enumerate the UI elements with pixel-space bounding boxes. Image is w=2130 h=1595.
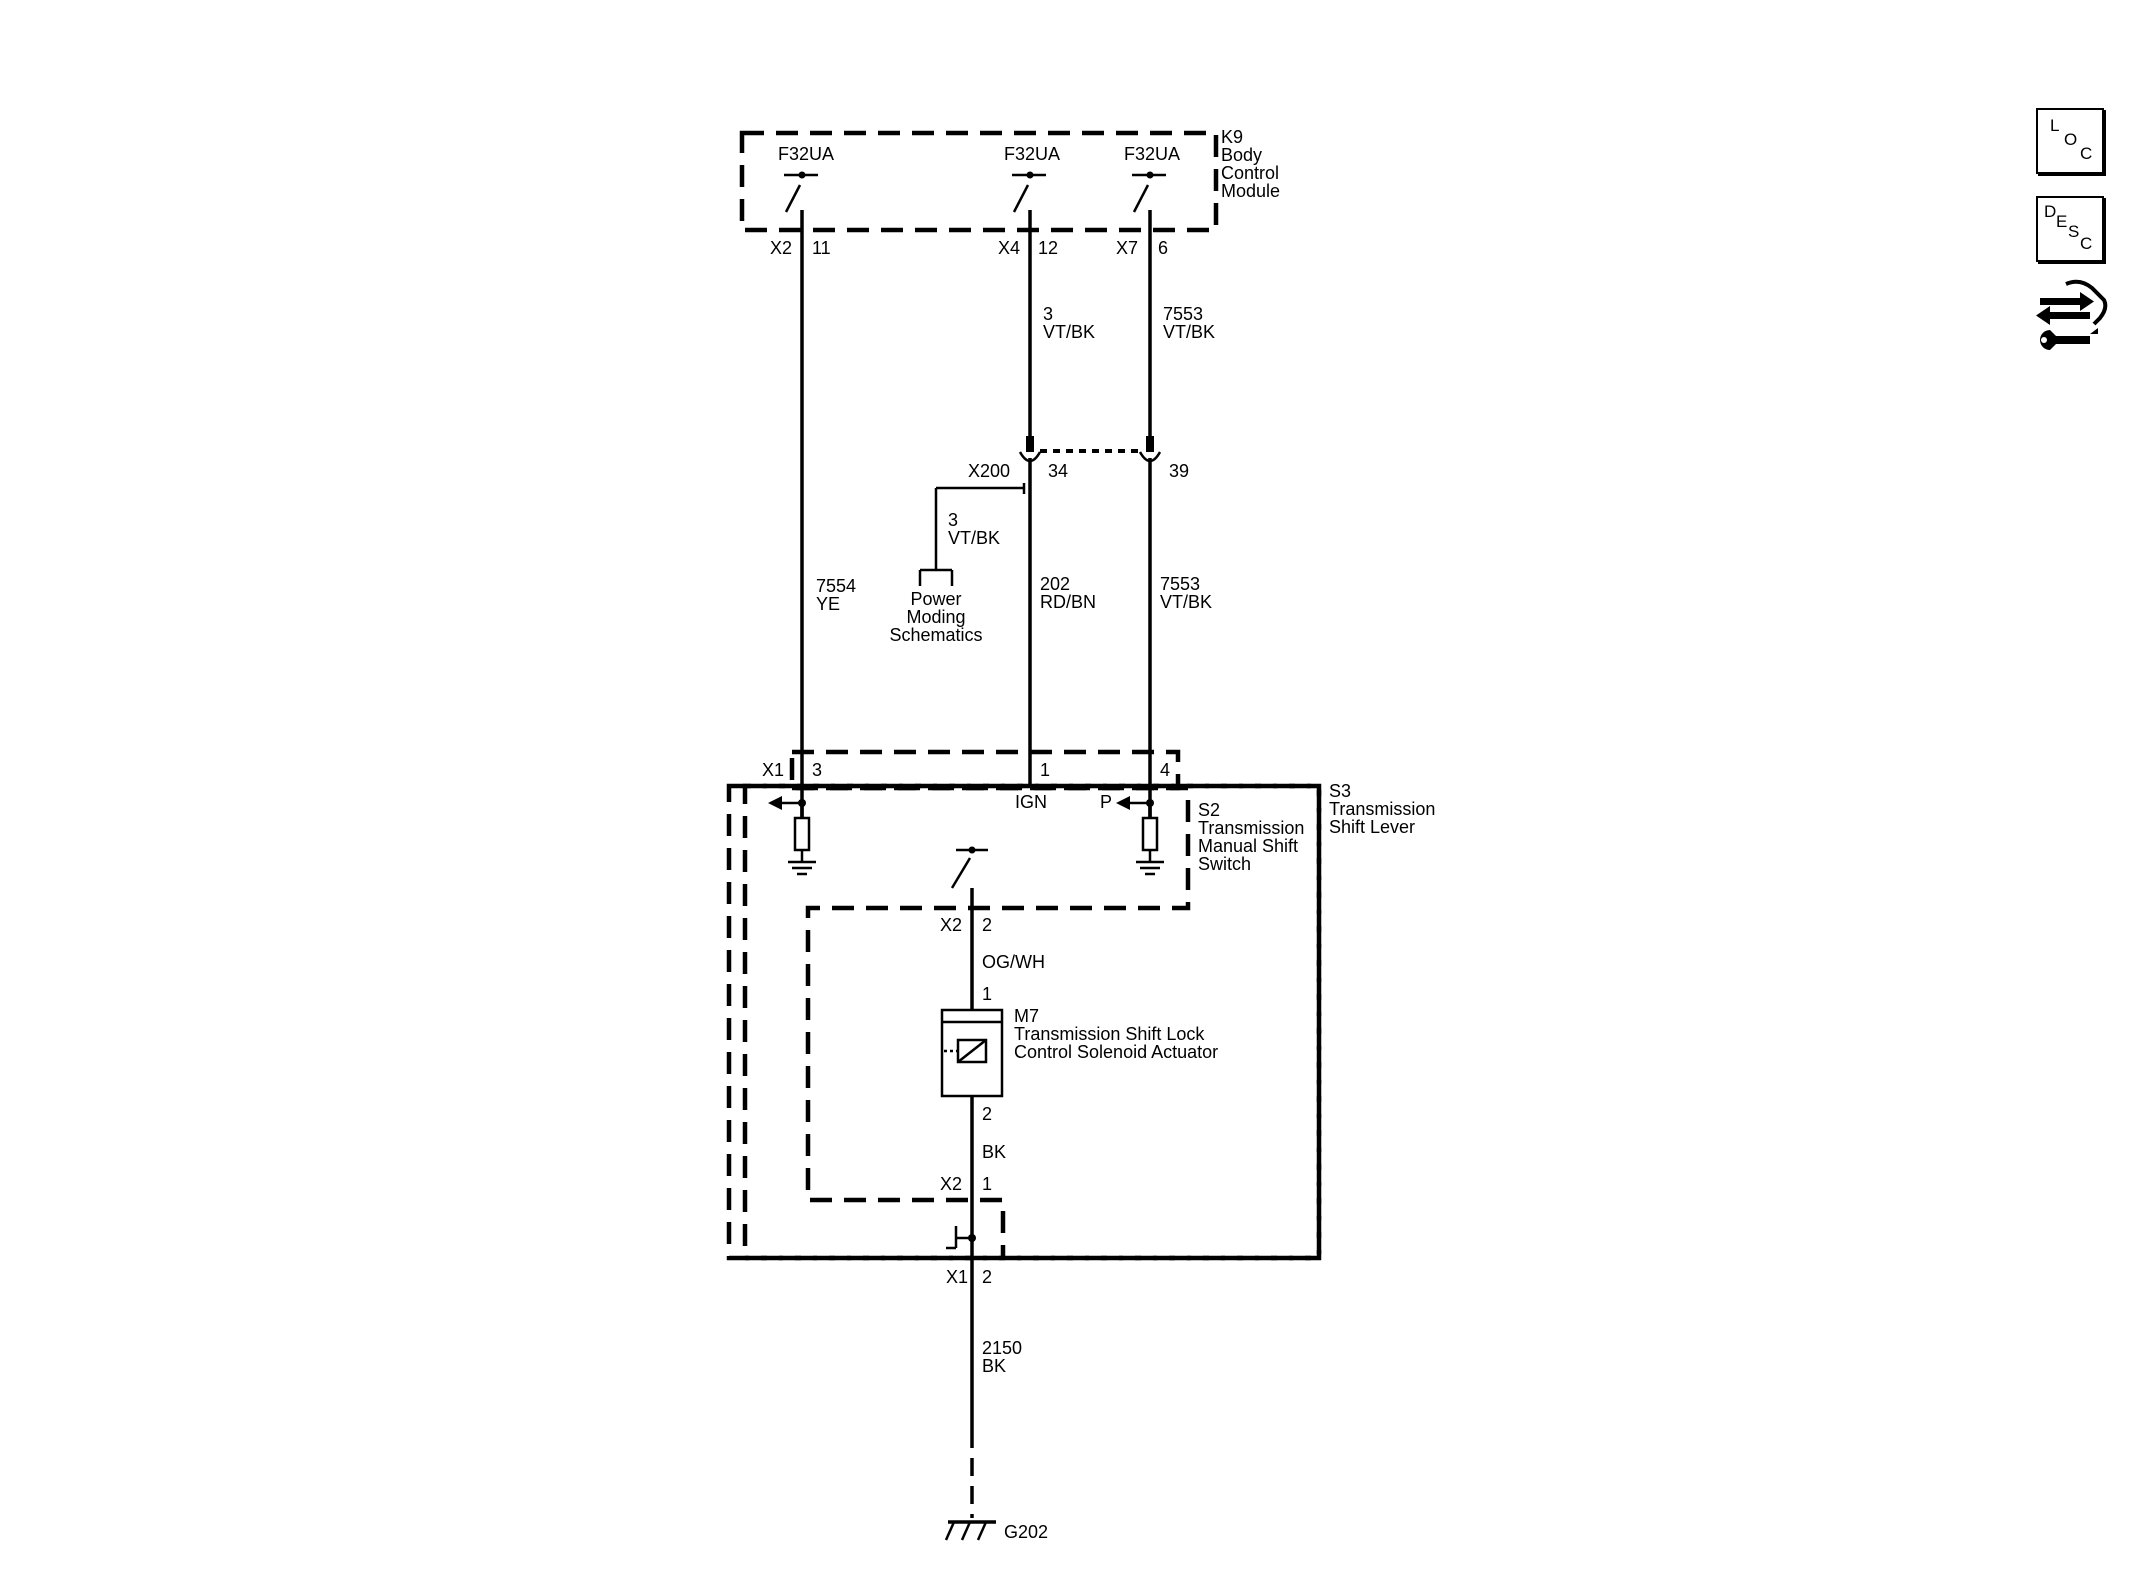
m7-ref: M7 [1014,1006,1039,1026]
s2-x2-pin: 2 [982,915,992,935]
k9-pin-b: 12 [1038,238,1058,258]
k9-line-1: Body [1221,145,1262,165]
loc-button[interactable]: L O C [2036,108,2104,174]
m7-pin-top: 1 [982,984,992,1004]
k9-pin-a: 11 [812,238,831,258]
loc-letter-l: L [2050,116,2060,135]
k9-line-3: Module [1221,181,1280,201]
k9-conn-b: X4 [998,238,1020,258]
wire-a-color: YE [816,594,840,614]
wire-c-top-color: VT/BK [1163,322,1215,342]
wire-b-bottom-circuit: 202 [1040,574,1070,594]
left-input-resistor [768,796,816,876]
wire-a-circuit: 7554 [816,576,856,596]
wire-ground-color: BK [982,1356,1006,1376]
k9-circuit-label-a: F32UA [778,144,834,164]
k9-ref: K9 [1221,127,1243,147]
desc-button[interactable]: D E S C [2036,196,2104,262]
s3-x1-bottom-label: X1 [946,1267,968,1287]
s3-x1-pin-1: 1 [1040,760,1050,780]
s3-x1-pin-3: 3 [812,760,822,780]
arrows-wrench-icon-svg [2036,279,2108,350]
s2-line-1: Transmission [1198,818,1304,838]
s2-switch [950,846,988,889]
m7-line-2: Control Solenoid Actuator [1014,1042,1218,1062]
wire-b-bottom-color: RD/BN [1040,592,1096,612]
ign-label: IGN [1015,792,1047,812]
x200-label: X200 [968,461,1010,481]
s3-ref: S3 [1329,781,1351,801]
branch-circuit: 3 [948,510,958,530]
internal-splice [946,1226,976,1250]
s3-x2-bottom-label: X2 [940,1174,962,1194]
wire-og-color: OG/WH [982,952,1045,972]
power-moding-line-1: Power [910,589,961,609]
wire-c-top-circuit: 7553 [1163,304,1203,324]
wire-c-bottom-circuit: 7553 [1160,574,1200,594]
m7-solenoid [940,1008,1004,1098]
k9-switch-c [1132,171,1166,213]
desc-letter-s: S [2068,222,2080,241]
s3-outline-outer [726,783,1322,1261]
power-moding-branch [918,483,1026,586]
right-input-resistor [1116,796,1164,876]
k9-conn-c: X7 [1116,238,1138,258]
s2-outline [792,785,1191,1258]
k9-conn-a: X2 [770,238,792,258]
x200-pin-34: 34 [1048,461,1068,481]
wire-b-top-color: VT/BK [1043,322,1095,342]
loc-letter-o: O [2064,130,2078,149]
s3-line-1: Transmission [1329,799,1435,819]
k9-circuit-label-b: F32UA [1004,144,1060,164]
wire-ground-circuit: 2150 [982,1338,1022,1358]
wire-bk-color: BK [982,1142,1006,1162]
p-label: P [1100,792,1112,812]
k9-circuit-label-c: F32UA [1124,144,1180,164]
s2-line-2: Manual Shift [1198,836,1298,856]
s3-x1-connector-box [789,749,1181,791]
s2-x2-label: X2 [940,915,962,935]
arrows-wrench-icon[interactable] [2036,278,2108,354]
m7-line-1: Transmission Shift Lock [1014,1024,1205,1044]
wire-b-top-circuit: 3 [1043,304,1053,324]
k9-line-2: Control [1221,163,1279,183]
s2-ref: S2 [1198,800,1220,820]
power-moding-line-3: Schematics [889,625,982,645]
wire-c-bottom-color: VT/BK [1160,592,1212,612]
ground-label: G202 [1004,1522,1048,1542]
s3-x1-label: X1 [762,760,784,780]
x200-pin-39: 39 [1169,461,1189,481]
s2-line-3: Switch [1198,854,1251,874]
chassis-ground-icon [944,1520,996,1541]
k9-switch-a [784,171,818,213]
loc-letter-c: C [2080,144,2093,163]
m7-pin-bottom: 2 [982,1104,992,1124]
desc-letter-d: D [2044,202,2057,221]
s3-x1-pin-4: 4 [1160,760,1170,780]
x200-connector [1018,436,1162,463]
branch-color: VT/BK [948,528,1000,548]
k9-switch-b [1012,171,1046,213]
k9-pin-c: 6 [1158,238,1168,258]
s3-x2-bottom-pin: 1 [982,1174,992,1194]
power-moding-line-2: Moding [906,607,965,627]
desc-letter-e: E [2056,212,2068,231]
k9-module-outline [739,130,1219,233]
s3-line-2: Shift Lever [1329,817,1415,837]
desc-letter-c: C [2080,234,2093,253]
s3-x1-bottom-pin: 2 [982,1267,992,1287]
